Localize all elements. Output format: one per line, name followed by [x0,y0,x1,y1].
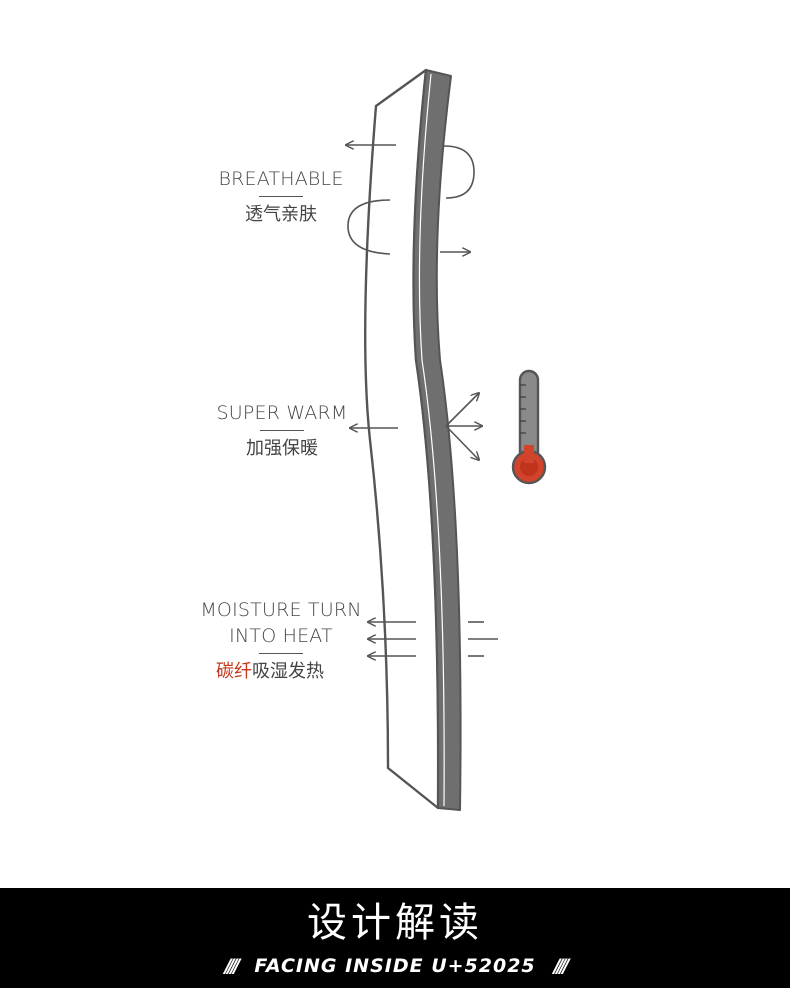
breathable-loop-right [443,145,475,199]
footer-subtitle-row: //// FACING INSIDE U+52025 //// [0,954,790,978]
moisture-en-line1: MOISTURE TURN [200,599,362,621]
fabric-edge-line [418,73,445,807]
breathable-arrows [346,145,475,255]
moisture-en-line2: INTO HEAT [229,625,333,647]
super-warm-en: SUPER WARM [216,402,348,424]
footer-banner: 设计解读 //// FACING INSIDE U+52025 //// [0,888,790,988]
super-warm-label: SUPER WARM 加强保暖 [201,400,363,461]
footer-title: 设计解读 [307,900,483,946]
super-warm-cn: 加强保暖 [246,438,318,459]
arrow-icon [445,393,479,427]
footer-subtitle: FACING INSIDE U+52025 [254,955,536,977]
fabric-inner-layer [412,69,462,811]
slashes-left: //// [224,955,241,977]
slashes-right: //// [553,955,570,977]
breathable-cn: 透气亲肤 [245,204,317,225]
label-divider [259,653,303,654]
moisture-label: MOISTURE TURN INTO HEAT 碳纤吸湿发热 [191,597,371,684]
moisture-cn-rest: 吸湿发热 [252,661,324,682]
fabric-cross-section [364,68,462,811]
fabric-layer-diagram [0,68,547,811]
thermometer-icon [511,369,547,485]
arrow-icon [445,425,479,460]
breathable-loop-left [347,199,391,255]
label-divider [260,430,304,431]
moisture-cn: 碳纤吸湿发热 [169,660,371,684]
breathable-en: BREATHABLE [218,168,344,190]
warm-arrows [350,393,482,460]
moisture-arrows [368,622,498,656]
label-divider [259,196,303,197]
breathable-label: BREATHABLE 透气亲肤 [201,166,361,227]
moisture-cn-accent: 碳纤 [216,661,252,682]
